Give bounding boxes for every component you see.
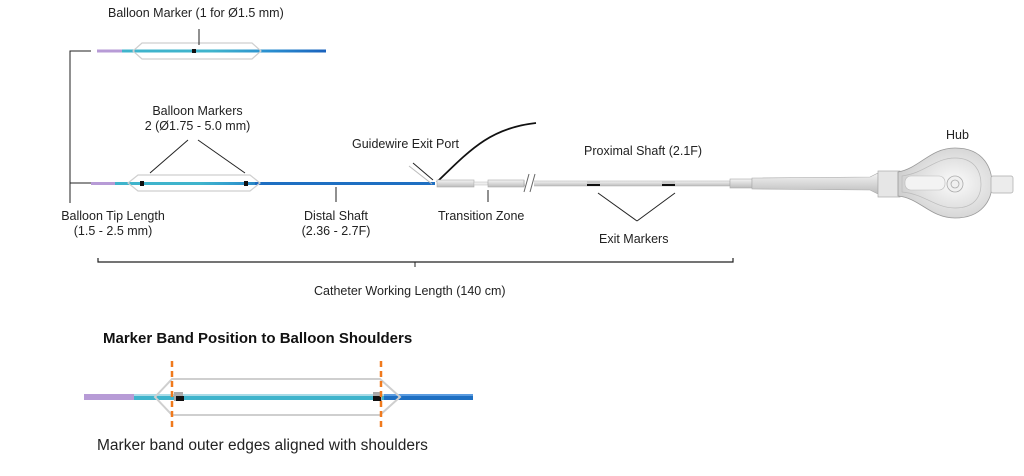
exit-marker-band — [587, 181, 600, 186]
distal-shaft — [212, 49, 326, 53]
balloon-markers-label: Balloon Markers 2 (Ø1.75 - 5.0 mm) — [140, 104, 255, 134]
distal-shaft-title: Distal Shaft — [304, 209, 368, 223]
break-mark — [523, 173, 530, 193]
balloon-marker-band — [176, 396, 184, 401]
guidewire — [436, 122, 537, 183]
hub-slot — [904, 175, 946, 191]
distal-shaft — [255, 182, 435, 185]
tip-length-bracket — [69, 50, 91, 184]
marker-leader-line — [197, 139, 246, 174]
hub-port — [946, 175, 964, 193]
strain-relief-taper — [751, 172, 879, 195]
main-catheter — [91, 122, 1014, 222]
strain-relief — [729, 178, 753, 189]
balloon-markers-range: 2 (Ø1.75 - 5.0 mm) — [144, 119, 251, 133]
proximal-shaft-start — [487, 179, 525, 188]
hub-label: Hub — [946, 128, 969, 142]
proximal-shaft-label: Proximal Shaft (2.1F) — [584, 144, 703, 158]
exit-port-leader — [412, 162, 434, 181]
transition-zone — [473, 181, 489, 186]
hub-collar — [877, 170, 901, 198]
working-length-bracket — [97, 258, 734, 263]
detail-balloon — [84, 361, 473, 429]
distal-shaft-range: (2.36 - 2.7F) — [301, 224, 371, 238]
balloon-markers-title: Balloon Markers — [152, 104, 243, 118]
exit-marker-band — [662, 184, 675, 186]
balloon-marker-band — [192, 49, 196, 53]
exit-marker-leader — [597, 192, 638, 222]
balloon-shaft — [122, 49, 212, 53]
balloon-tip-length-title: Balloon Tip Length — [61, 209, 165, 223]
balloon-tip-length-range: (1.5 - 2.5 mm) — [73, 224, 153, 238]
catheter-tip — [91, 182, 115, 185]
distal-shaft — [384, 394, 473, 400]
balloon-marker-band — [140, 181, 144, 186]
transition-zone-label: Transition Zone — [438, 209, 525, 223]
catheter-tip — [84, 394, 134, 400]
exit-marker-leader — [636, 192, 676, 222]
detail-caption: Marker band outer edges aligned with sho… — [97, 437, 428, 454]
balloon-marker-single-label: Balloon Marker (1 for Ø1.5 mm) — [108, 6, 284, 20]
exit-marker-band — [587, 184, 600, 186]
exit-marker-band — [662, 181, 675, 186]
single-marker-catheter — [97, 29, 326, 60]
balloon-shaft — [134, 394, 384, 400]
balloon-tip-length-label: Balloon Tip Length (1.5 - 2.5 mm) — [54, 209, 172, 239]
catheter-tip — [97, 49, 122, 53]
marker-leader-line — [149, 139, 189, 174]
balloon-outline — [132, 42, 262, 60]
balloon-marker-band — [373, 396, 381, 401]
exit-markers-label: Exit Markers — [599, 232, 669, 246]
exit-port-section — [436, 179, 475, 188]
proximal-shaft — [523, 180, 731, 187]
break-mark — [529, 173, 536, 193]
working-length-label: Catheter Working Length (140 cm) — [314, 284, 506, 298]
distal-shaft-label: Distal Shaft (2.36 - 2.7F) — [290, 209, 382, 239]
balloon-outline — [127, 174, 261, 192]
balloon-marker-band — [244, 181, 248, 186]
guidewire-exit-port-label: Guidewire Exit Port — [352, 137, 459, 151]
luer-connector — [990, 175, 1014, 194]
balloon-shaft — [115, 182, 255, 185]
detail-title: Marker Band Position to Balloon Shoulder… — [103, 330, 413, 347]
